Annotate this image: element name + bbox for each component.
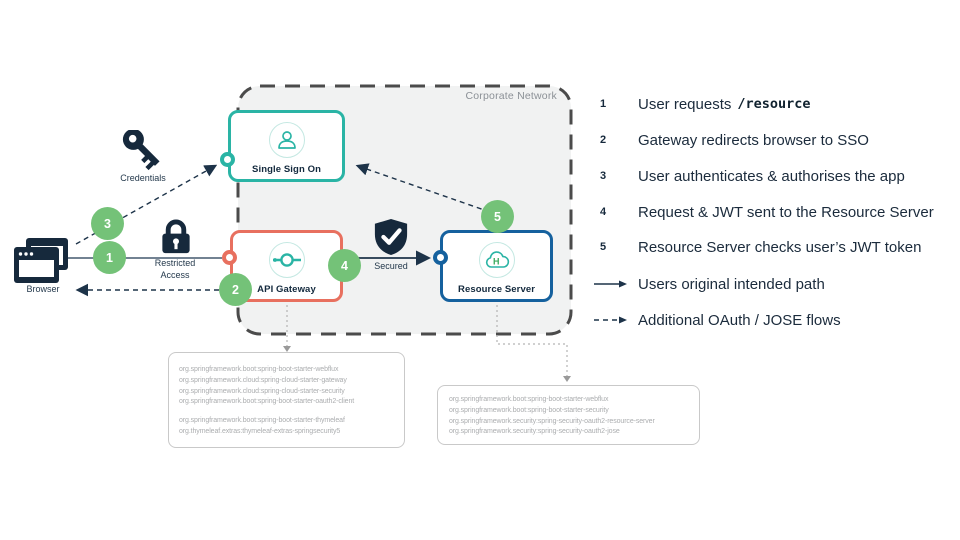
legend-item-text: Gateway redirects browser to SSO: [638, 131, 869, 149]
person-icon: [268, 122, 305, 158]
cloud-icon: H: [478, 242, 515, 278]
restricted-access-label: Restricted Access: [154, 258, 196, 280]
legend-item-code: /resource: [737, 96, 811, 112]
legend-item-text: Users original intended path: [638, 275, 825, 293]
dependency-line: org.springframework.boot:spring-boot-sta…: [449, 406, 609, 414]
api-gateway-label: API Gateway: [257, 284, 316, 295]
legend-step-number: 2: [600, 134, 607, 146]
dependency-group-gap: [179, 408, 400, 416]
legend-item-text: Request & JWT sent to the Resource Serve…: [638, 203, 934, 221]
legend-step-number: 4: [600, 206, 607, 218]
edge-resource-server-to-dependencies: [496, 305, 568, 376]
arrowhead-resource-deps: [563, 376, 571, 382]
solid-arrow-icon: [594, 279, 638, 289]
legend-item-1: 1 User requests /resource: [594, 95, 811, 113]
gateway-dependencies-box: org.springframework.boot:spring-boot-sta…: [168, 352, 405, 448]
dashed-arrow-icon: [594, 315, 638, 325]
legend-item-solid-path: Users original intended path: [594, 275, 825, 293]
legend-item-5: 5 Resource Server checks user’s JWT toke…: [594, 238, 921, 256]
legend-step-number: 5: [600, 241, 607, 253]
dependency-line: org.springframework.security:spring-secu…: [449, 417, 655, 425]
legend-item-4: 4 Request & JWT sent to the Resource Ser…: [594, 203, 934, 221]
legend-item-text: User authenticates & authorises the app: [638, 167, 905, 185]
legend-step-number: 1: [600, 98, 607, 110]
dependency-line: org.thymeleaf.extras:thymeleaf-extras-sp…: [179, 427, 341, 435]
legend-item-dashed-path: Additional OAuth / JOSE flows: [594, 311, 841, 329]
legend-item-text: Resource Server checks user’s JWT token: [638, 238, 922, 256]
flow-step-4: 4: [328, 249, 361, 282]
legend-item-text: Additional OAuth / JOSE flows: [638, 311, 841, 329]
gateway-icon: [268, 242, 305, 278]
resource-server-dependencies-box: org.springframework.boot:spring-boot-sta…: [437, 385, 700, 445]
corporate-network-label: Corporate Network: [465, 90, 557, 102]
dependency-line: org.springframework.boot:spring-boot-sta…: [179, 366, 339, 373]
sso-connector-ring: [220, 152, 235, 167]
legend-item-3: 3 User authenticates & authorises the ap…: [594, 167, 905, 185]
arrowhead-gateway-deps: [283, 346, 291, 352]
flow-step-1: 1: [93, 241, 126, 274]
dependency-line: org.springframework.cloud:spring-cloud-s…: [179, 387, 345, 395]
dependency-line: org.springframework.boot:spring-boot-sta…: [179, 417, 345, 425]
dependency-line: org.springframework.boot:spring-boot-sta…: [449, 396, 609, 403]
dependency-line: org.springframework.boot:spring-boot-sta…: [179, 398, 355, 406]
credentials-label: Credentials: [120, 173, 166, 183]
browser-icon: [14, 238, 68, 289]
secured-label: Secured: [374, 261, 408, 271]
resource-server-node: H Resource Server: [440, 230, 553, 302]
resource-server-connector-ring: [433, 250, 448, 265]
credentials-key-icon: [121, 128, 167, 181]
single-sign-on-label: Single Sign On: [252, 164, 321, 175]
legend-step-number: 3: [600, 170, 607, 182]
legend-item-text: User requests: [638, 95, 732, 113]
legend-item-2: 2 Gateway redirects browser to SSO: [594, 131, 869, 149]
restricted-access-lock-icon: [160, 219, 192, 261]
secured-shield-icon: [373, 218, 409, 261]
dependency-line: org.springframework.cloud:spring-cloud-s…: [179, 376, 347, 384]
flow-step-5: 5: [481, 200, 514, 233]
flow-step-2: 2: [219, 273, 252, 306]
single-sign-on-node: Single Sign On: [228, 110, 345, 182]
resource-server-label: Resource Server: [457, 284, 536, 295]
gateway-connector-ring: [222, 250, 237, 265]
flow-step-3: 3: [91, 207, 124, 240]
browser-label: Browser: [26, 284, 60, 294]
dependency-line: org.springframework.security:spring-secu…: [449, 428, 620, 436]
svg-text:H: H: [493, 257, 500, 267]
